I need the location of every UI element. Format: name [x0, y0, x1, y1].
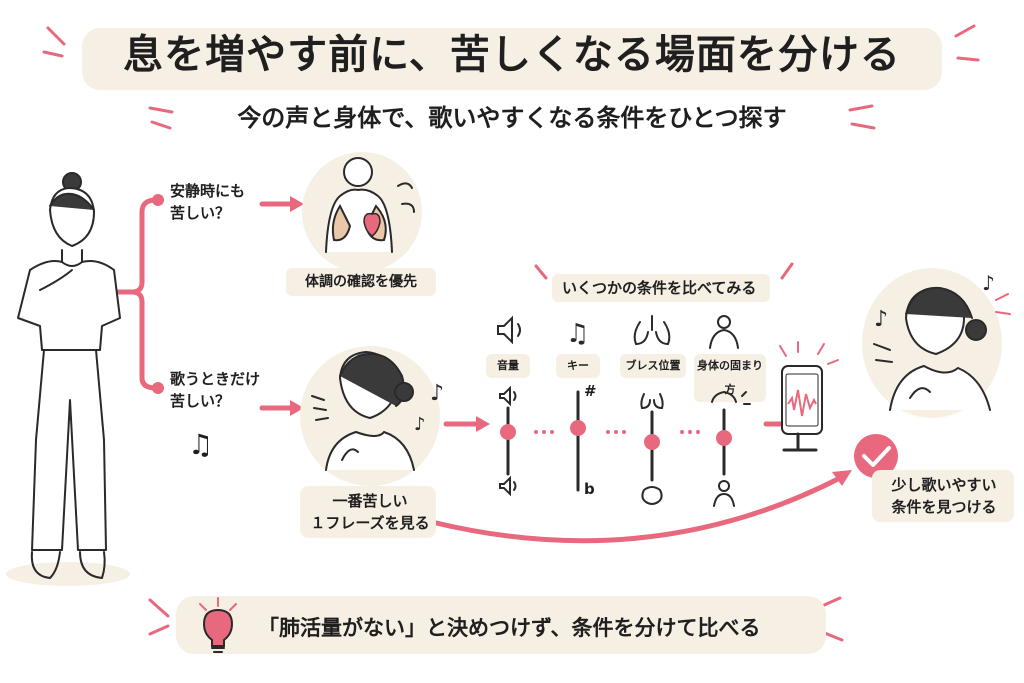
- curve-to-result: [429, 475, 843, 544]
- bottom-message-bg: [176, 596, 826, 654]
- bottom-message: 「肺活量がない」と決めつけず、条件を分けて比べる: [258, 616, 761, 640]
- check-icon: [854, 434, 898, 478]
- music-note-icon: ♫: [566, 319, 589, 349]
- column-label-volume: 音量: [486, 354, 530, 378]
- lungs-icon: [633, 315, 671, 346]
- svg-text:♪: ♪: [414, 414, 426, 435]
- column-label-breath: ブレス位置: [620, 354, 686, 378]
- branch-line-sing: [115, 289, 159, 391]
- sharp-mark: #: [584, 382, 597, 400]
- page-title: 息を増やす前に、苦しくなる場面を分ける: [123, 32, 901, 78]
- music-note-icon: ♫: [188, 428, 214, 461]
- flat-mark: b: [584, 480, 595, 498]
- title-highlight: [82, 28, 942, 90]
- svg-text:♪: ♪: [982, 271, 995, 295]
- result-label: 少し歌いやすい 条件を見つける: [891, 476, 997, 516]
- compare-heading: いくつかの条件を比べてみる: [562, 279, 757, 297]
- body-icon: [717, 315, 731, 329]
- svg-text:♪: ♪: [430, 381, 444, 406]
- action-sing: 一番苦しい １フレーズを見る: [310, 492, 430, 532]
- compare-heading-bg: [552, 274, 770, 302]
- result-rest: 体調の確認を優先: [286, 268, 436, 296]
- question-sing: 歌うときだけ 苦しい？: [170, 370, 261, 410]
- page-subtitle: 今の声と身体で、歌いやすくなる条件をひとつ探す: [237, 104, 787, 132]
- speaker-icon: [497, 315, 513, 345]
- result-label-bg: [872, 470, 1014, 522]
- svg-text:♪: ♪: [874, 307, 888, 332]
- column-label-body: 身体の固まり方: [694, 354, 766, 402]
- question-rest: 安静時にも 苦しい？: [170, 182, 246, 222]
- action-bg: [300, 486, 436, 538]
- column-label-key: キー: [556, 354, 600, 378]
